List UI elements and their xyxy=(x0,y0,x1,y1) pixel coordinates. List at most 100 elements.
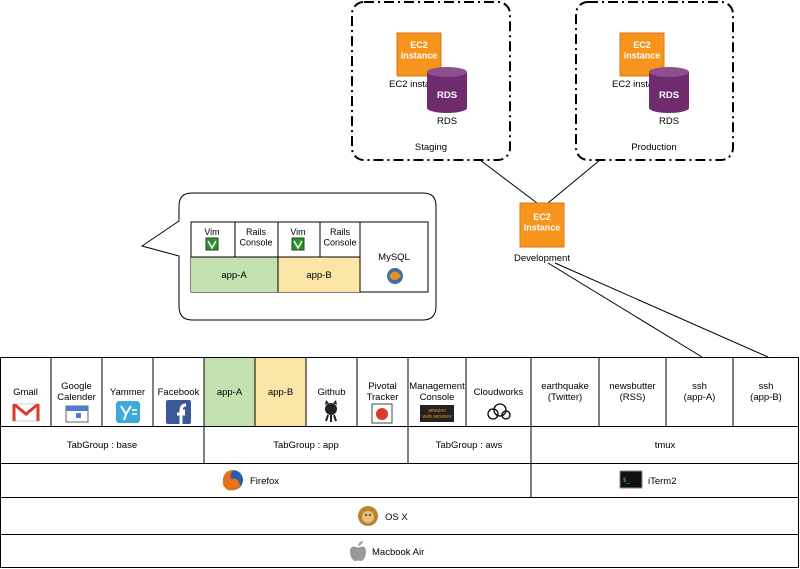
iterm2-icon: $_ xyxy=(619,470,643,489)
callout-vim-2: Vim xyxy=(290,227,305,237)
production-ec2-label: EC2 instance xyxy=(612,79,669,90)
mysql-icon xyxy=(387,268,403,284)
tabgroup-row xyxy=(0,426,799,464)
iterm2-label: iTerm2 xyxy=(648,476,677,487)
hardware-label: Macbook Air xyxy=(372,547,424,558)
staging-rds-box-text: RDS xyxy=(437,90,457,101)
tab-ssh-app-a-label: ssh(app-A) xyxy=(684,381,716,403)
connector-lines xyxy=(479,159,769,358)
vim-icon xyxy=(291,237,305,251)
tab-app-b-background xyxy=(255,358,306,426)
tmux-label: tmux xyxy=(655,440,676,451)
staging-rds: RDS RDS xyxy=(427,67,467,127)
apple-icon xyxy=(350,541,366,561)
firefox-icon xyxy=(222,470,243,491)
staging-rds-top xyxy=(427,67,467,77)
tab-ssh-app-b-label: ssh(app-B) xyxy=(750,381,782,403)
tab-app-a-background xyxy=(204,358,255,426)
os-row xyxy=(0,497,799,535)
github-octocat-icon xyxy=(325,400,337,422)
production-rds-top xyxy=(649,67,689,77)
facebook-icon xyxy=(166,400,191,424)
tab-earthquake[interactable]: earthquake(Twitter) xyxy=(541,381,589,403)
tab-ssh-app-a[interactable]: ssh(app-A) xyxy=(684,381,716,403)
production-rds-box-text: RDS xyxy=(659,90,679,101)
tab-newsbutter[interactable]: newsbutter(RSS) xyxy=(609,381,655,403)
tab-github-label: Github xyxy=(318,387,346,398)
tab-gmail-label: Gmail xyxy=(13,387,38,398)
staging-rds-label: RDS xyxy=(437,116,457,127)
callout-app-b-cell xyxy=(278,257,360,292)
tab-app-a-label: app-A xyxy=(217,387,243,398)
tab-facebook-label: Facebook xyxy=(158,387,200,398)
callout-app-a-label: app-A xyxy=(221,270,247,281)
production-rds-icon xyxy=(649,72,689,113)
tabgroup-aws: TabGroup : aws xyxy=(436,440,503,451)
callout-mysql-label: MySQL xyxy=(378,252,410,263)
iterm2-prompt: $_ xyxy=(623,478,630,484)
staging-ec2-label: EC2 instance xyxy=(389,79,446,90)
tab-yammer-label: Yammer xyxy=(110,387,145,398)
yammer-icon xyxy=(116,401,140,423)
line-staging-development xyxy=(479,159,538,204)
line-development-ssh-app-a xyxy=(547,262,703,358)
os-label: OS X xyxy=(385,512,408,523)
tab-facebook[interactable]: Facebook xyxy=(158,387,200,424)
production-rds-label: RDS xyxy=(659,116,679,127)
google-calendar-icon xyxy=(65,405,89,423)
callout-vim-1: Vim xyxy=(204,227,219,237)
staging-rds-icon xyxy=(427,72,467,113)
firefox-label: Firefox xyxy=(250,476,279,487)
osx-lion-icon xyxy=(358,506,378,526)
iterm2-app[interactable]: $_ iTerm2 xyxy=(619,470,677,489)
firefox-app[interactable]: Firefox xyxy=(222,470,279,491)
tab-cloudworks[interactable]: Cloudworks xyxy=(474,387,524,420)
development-ec2-icon xyxy=(519,202,565,248)
production-label: Production xyxy=(631,142,676,153)
callout-app-a-cell xyxy=(191,257,278,292)
tab-yammer[interactable]: Yammer xyxy=(110,387,145,423)
tabgroup-app: TabGroup : app xyxy=(273,440,339,451)
line-production-development xyxy=(547,159,601,204)
tabgroup-base: TabGroup : base xyxy=(67,440,137,451)
tab-newsbutter-label: newsbutter(RSS) xyxy=(609,381,655,403)
hardware-row xyxy=(0,534,799,568)
tab-github[interactable]: Github xyxy=(318,387,346,422)
gmail-icon xyxy=(12,403,40,422)
tab-app-b-label: app-B xyxy=(268,387,293,398)
application-row xyxy=(0,463,799,498)
production-rds: RDS RDS xyxy=(649,67,689,127)
staging-label: Staging xyxy=(415,142,447,153)
vim-icon xyxy=(205,237,219,251)
tab-cloudworks-label: Cloudworks xyxy=(474,387,524,398)
tab-earthquake-label: earthquake(Twitter) xyxy=(541,381,589,403)
tab-app-b[interactable]: app-B xyxy=(268,387,293,398)
tab-ssh-app-b[interactable]: ssh(app-B) xyxy=(750,381,782,403)
line-development-ssh-app-b xyxy=(554,262,769,358)
tab-gmail[interactable]: Gmail xyxy=(12,387,40,422)
tab-app-a[interactable]: app-A xyxy=(217,387,243,398)
pivotal-tracker-icon xyxy=(371,403,393,424)
development-label: Development xyxy=(514,253,570,264)
callout-app-b-label: app-B xyxy=(306,270,331,281)
cloudworks-icon xyxy=(487,403,511,420)
